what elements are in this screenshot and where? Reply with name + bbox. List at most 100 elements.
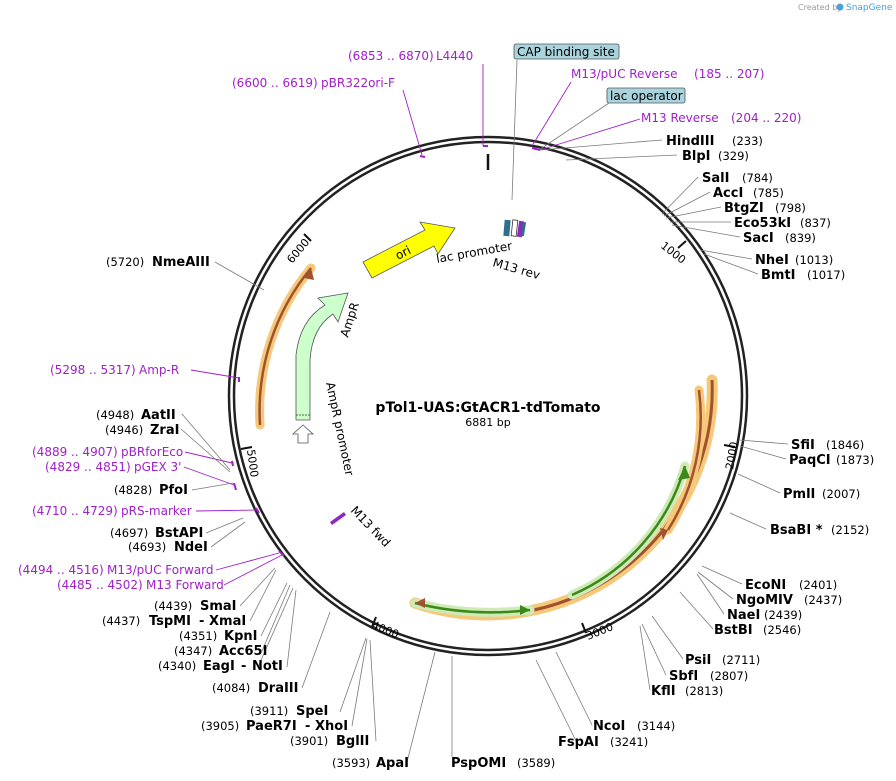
site-ngomiv-pos: (2437) — [804, 593, 842, 607]
tick-label-5000: 5000 — [244, 449, 261, 479]
site-ncoi-name: NcoI — [593, 719, 625, 734]
site-bstbi-pos: (2546) — [763, 623, 801, 637]
site-acci-pos: (785) — [753, 186, 784, 200]
site-pspomi-name: PspOMI — [451, 756, 506, 771]
site-separator-3: - — [199, 614, 204, 629]
site-spei-pos: (3911) — [250, 704, 288, 718]
site-smai-pos: (4439) — [154, 599, 192, 613]
primer-mark-pbr322ori — [419, 155, 426, 158]
primer-mark-prs — [255, 507, 260, 514]
primer-m13-forward-name: M13 Forward — [146, 578, 224, 592]
site-separator-2: - — [241, 659, 246, 674]
primer-pgex-range: (4829 .. 4851) — [45, 460, 131, 474]
arrowhead-inner — [660, 528, 668, 540]
primer-m13puc-forward-range: (4494 .. 4516) — [18, 563, 104, 577]
primer-m13puc-forward-name: M13/pUC Forward — [107, 563, 214, 577]
site-kfli-pos: (2813) — [685, 684, 723, 698]
primer-m13-reverse-range: (204 .. 220) — [731, 111, 801, 125]
primer-ampr-leader — [190, 369, 240, 379]
site-acc65i-pos: (4347) — [174, 644, 212, 658]
site-draiii-name: DraIII — [258, 681, 299, 696]
lac-operator-box — [606, 87, 686, 104]
cap-binding-site-label: CAP binding site — [517, 45, 615, 59]
lac-feature-block-3 — [520, 221, 527, 237]
primer-labels: (6853 .. 6870) L4440 (6600 .. 6619) pBR3… — [18, 49, 801, 592]
feature-arc-green-2 — [414, 601, 531, 614]
site-ncoi-pos: (3144) — [637, 719, 675, 733]
site-smai-name: SmaI — [200, 599, 237, 614]
backbone-inner — [232, 140, 744, 652]
site-bsabi-name: BsaBI * — [770, 523, 823, 538]
primer-mark-m13-fwd — [278, 550, 285, 557]
primer-m13puc-reverse-range: (185 .. 207) — [694, 67, 764, 81]
site-acci-name: AccI — [713, 186, 743, 201]
site-sbfi-pos: (2807) — [710, 669, 748, 683]
site-hindiii-pos: (233) — [732, 134, 763, 148]
site-btgzi-name: BtgZI — [724, 201, 764, 216]
site-labels: HindIII (233) BlpI (329) SalI (784) AccI… — [96, 134, 874, 771]
credit-text: Created by — [798, 3, 842, 12]
primer-prs-name: pRS-marker — [121, 504, 192, 518]
site-blpi-name: BlpI — [682, 149, 711, 164]
site-nmeaiii-pos: (5720) — [106, 255, 144, 269]
site-pfoi-pos: (4828) — [114, 483, 152, 497]
site-psii-name: PsiI — [685, 653, 711, 668]
primer-ampr-range: (5298 .. 5317) — [50, 363, 136, 377]
site-sfii-pos: (1846) — [826, 438, 864, 452]
primer-m13-reverse-leader — [539, 118, 641, 151]
primer-m13puc-reverse-leader — [531, 81, 572, 147]
site-kpni-pos: (4351) — [179, 629, 217, 643]
primer-pbr322ori-range: (6600 .. 6619) — [232, 76, 318, 90]
primer-prs-leader — [195, 509, 257, 512]
feature-arc-inner — [666, 389, 702, 531]
site-apai-name: ApaI — [376, 756, 409, 771]
site-eco53ki-name: Eco53kI — [734, 216, 791, 231]
ampr-feature — [295, 292, 349, 421]
site-leaders-left — [180, 261, 453, 763]
site-eagi-name: EagI — [203, 659, 235, 674]
site-nhei-name: NheI — [755, 253, 789, 268]
lac-feature-block-2 — [510, 219, 519, 237]
primer-pbrforeco-name: pBRforEco — [121, 445, 183, 459]
site-ngomiv-name: NgoMIV — [736, 593, 793, 608]
site-bmti-pos: (1017) — [807, 268, 845, 282]
site-econi-name: EcoNI — [745, 578, 786, 593]
site-kpni-name: KpnI — [224, 629, 257, 644]
ori-feature — [362, 221, 456, 279]
site-bsabi-pos: (2152) — [831, 523, 869, 537]
site-pmli-pos: (2007) — [822, 487, 860, 501]
site-sfii-name: SfiI — [791, 438, 815, 453]
snapgene-logo-icon — [836, 3, 844, 11]
site-leaders-right — [535, 139, 789, 742]
tick-label-4000: 4000 — [370, 619, 401, 642]
primer-pbr322ori-name: pBR322ori-F — [321, 76, 395, 90]
site-blpi-pos: (329) — [718, 149, 749, 163]
site-sali-pos: (784) — [742, 171, 773, 185]
site-draiii-pos: (4084) — [212, 681, 250, 695]
site-saci-pos: (839) — [785, 231, 816, 245]
lac-operator-label: lac operator — [610, 89, 683, 103]
site-bstapi-name: BstAPI — [155, 526, 203, 541]
backbone-outer — [227, 135, 749, 657]
tick-label-3000: 3000 — [584, 620, 615, 643]
brand-text: SnapGene — [846, 3, 893, 13]
site-pfoi-name: PfoI — [159, 483, 188, 498]
site-noti-name: NotI — [252, 659, 283, 674]
ampr-promoter-feature — [291, 424, 315, 444]
arrowhead-green-2 — [520, 605, 530, 615]
cap-leader — [511, 59, 518, 201]
feature-arc-left — [258, 267, 312, 426]
site-paer7i-name: PaeR7I — [246, 719, 297, 734]
site-aatii-name: AatII — [141, 408, 176, 423]
site-eagi-pos: (4340) — [158, 659, 196, 673]
primer-ampr-name: Amp-R — [139, 363, 179, 377]
cap-binding-site-box — [513, 43, 620, 60]
site-aatii-pos: (4948) — [96, 408, 134, 422]
site-paqci-name: PaqCI — [789, 453, 831, 468]
primer-pgex-leader — [183, 466, 235, 486]
site-spei-name: SpeI — [296, 704, 328, 719]
feature-arc-green-1 — [571, 465, 687, 597]
site-pmli-name: PmlI — [783, 487, 815, 502]
plasmid-title: pTol1-UAS:GtACR1-tdTomato — [375, 400, 601, 416]
primer-l4440-name: L4440 — [436, 49, 473, 63]
